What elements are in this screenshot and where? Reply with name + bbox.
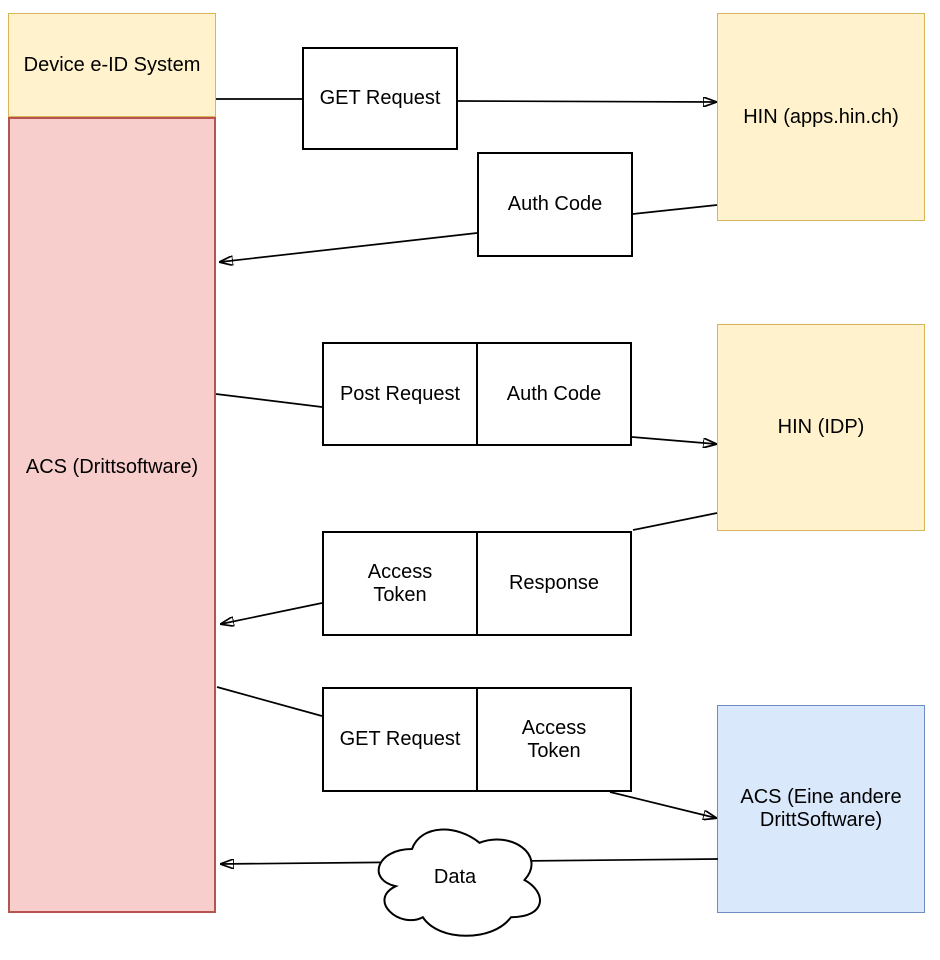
connector-hin-apps-to-auth-code <box>632 204 718 215</box>
connector-acs-to-get-request-2 <box>216 686 323 717</box>
message-label: Access Token <box>521 716 587 762</box>
message-post-request-auth-code: Post Request Auth Code <box>322 342 632 446</box>
connector-acs-to-post-request <box>215 393 323 408</box>
connector-access-token-to-acs <box>221 602 323 624</box>
message-auth-code-1: Auth Code <box>477 152 633 257</box>
connector-auth-code-to-acs <box>220 232 478 262</box>
message-access-token-response: Access Token Response <box>322 531 632 636</box>
message-label: Auth Code <box>506 382 602 405</box>
message-get-request-1: GET Request <box>302 47 458 150</box>
connector-get-request-to-hin-apps <box>457 101 716 102</box>
message-label: GET Request <box>339 728 461 750</box>
message-label: Response <box>508 572 600 594</box>
node-acs-drittsoftware: ACS (Drittsoftware) <box>8 117 216 913</box>
connector-hin-idp-to-response <box>632 512 718 531</box>
node-device-eid-system: Device e-ID System <box>8 13 216 117</box>
connector-access-token-to-acs-other <box>609 791 716 818</box>
node-label: Device e-ID System <box>23 53 201 76</box>
node-acs-other-drittsoftware: ACS (Eine andere DrittSoftware) <box>717 705 925 913</box>
message-label: Auth Code <box>507 193 603 215</box>
message-label: GET Request <box>319 87 441 109</box>
data-cloud-label: Data <box>433 866 477 888</box>
message-get-request-access-token: GET Request Access Token <box>322 687 632 792</box>
connector-acs-other-to-acs-data <box>221 858 719 864</box>
message-label: Post Request <box>339 382 461 405</box>
connector-post-request-to-hin-idp <box>631 436 716 444</box>
node-label: ACS (Eine andere DrittSoftware) <box>740 786 902 831</box>
node-hin-apps: HIN (apps.hin.ch) <box>717 13 925 221</box>
node-label: HIN (apps.hin.ch) <box>743 105 899 128</box>
node-label: ACS (Drittsoftware) <box>25 456 199 478</box>
node-hin-idp: HIN (IDP) <box>717 324 925 531</box>
node-label: HIN (IDP) <box>777 416 865 438</box>
message-label: Access Token <box>367 560 433 606</box>
